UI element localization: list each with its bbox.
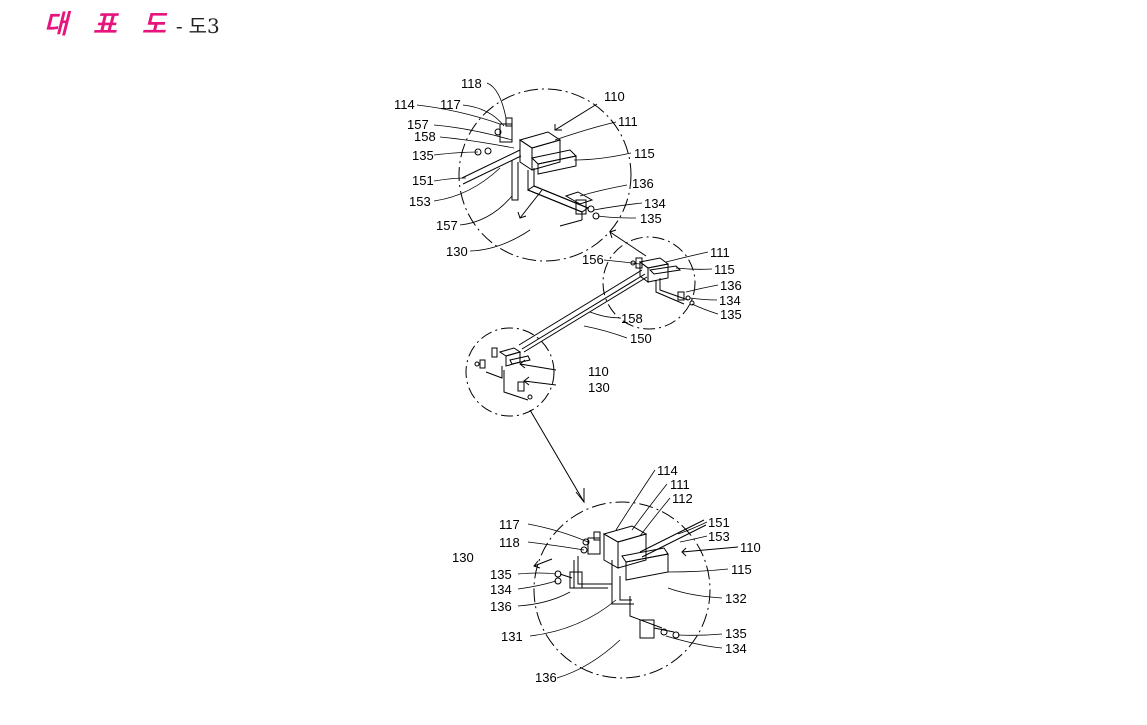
- top-detail-labels: 118 110 114 117 111 157 158 135 115 151 …: [394, 76, 666, 259]
- label-130-bottom: 130: [452, 550, 474, 565]
- label-135-bottom-b: 135: [725, 626, 747, 641]
- label-153-bottom: 153: [708, 529, 730, 544]
- label-134-right: 134: [719, 293, 741, 308]
- label-136-right: 136: [720, 278, 742, 293]
- label-115-right: 115: [714, 262, 735, 277]
- left-detail-labels: 110 130: [588, 364, 610, 395]
- label-118-top: 118: [461, 76, 482, 91]
- label-136-bottom-a: 136: [490, 599, 512, 614]
- label-115-top: 115: [634, 146, 655, 161]
- label-130-left: 130: [588, 380, 610, 395]
- label-134-bottom-a: 134: [490, 582, 512, 597]
- left-bracket-assembly: [475, 348, 532, 400]
- label-110-top: 110: [604, 89, 625, 104]
- label-117-bottom: 117: [499, 517, 520, 532]
- label-135-top-a: 135: [412, 148, 434, 163]
- label-117-top: 117: [440, 97, 461, 112]
- label-114-bottom: 114: [657, 463, 678, 478]
- label-158-top: 158: [414, 129, 436, 144]
- label-111-bottom: 111: [670, 477, 690, 492]
- label-136-top: 136: [632, 176, 654, 191]
- label-151-top: 151: [412, 173, 434, 188]
- label-115-bottom: 115: [731, 562, 752, 577]
- label-135-bottom-a: 135: [490, 567, 512, 582]
- label-135-top-b: 135: [640, 211, 662, 226]
- label-110-left: 110: [588, 364, 609, 379]
- label-114-top: 114: [394, 97, 415, 112]
- label-158-rod: 158: [621, 311, 643, 326]
- top-bracket-assembly: [462, 118, 599, 226]
- label-135-right: 135: [720, 307, 742, 322]
- label-111-right: 111: [710, 245, 730, 260]
- label-132-bottom: 132: [725, 591, 747, 606]
- label-134-top: 134: [644, 196, 666, 211]
- label-118-bottom: 118: [499, 535, 520, 550]
- right-detail-circle: [603, 237, 695, 329]
- label-130-top: 130: [446, 244, 468, 259]
- label-110-bottom: 110: [740, 540, 761, 555]
- label-156-right: 156: [582, 252, 604, 267]
- label-153-top: 153: [409, 194, 431, 209]
- label-150-rod: 150: [630, 331, 652, 346]
- label-151-bottom: 151: [708, 515, 730, 530]
- label-136-bottom-b: 136: [535, 670, 557, 685]
- right-detail-labels: 111 156 115 136 134 135: [582, 245, 742, 322]
- label-131-bottom: 131: [501, 629, 523, 644]
- label-134-bottom-b: 134: [725, 641, 747, 656]
- top-detail-circle: [459, 89, 631, 261]
- label-112-bottom: 112: [672, 491, 693, 506]
- leader-lines: [417, 83, 728, 678]
- label-157-top-b: 157: [436, 218, 458, 233]
- label-111-top: 111: [618, 114, 638, 129]
